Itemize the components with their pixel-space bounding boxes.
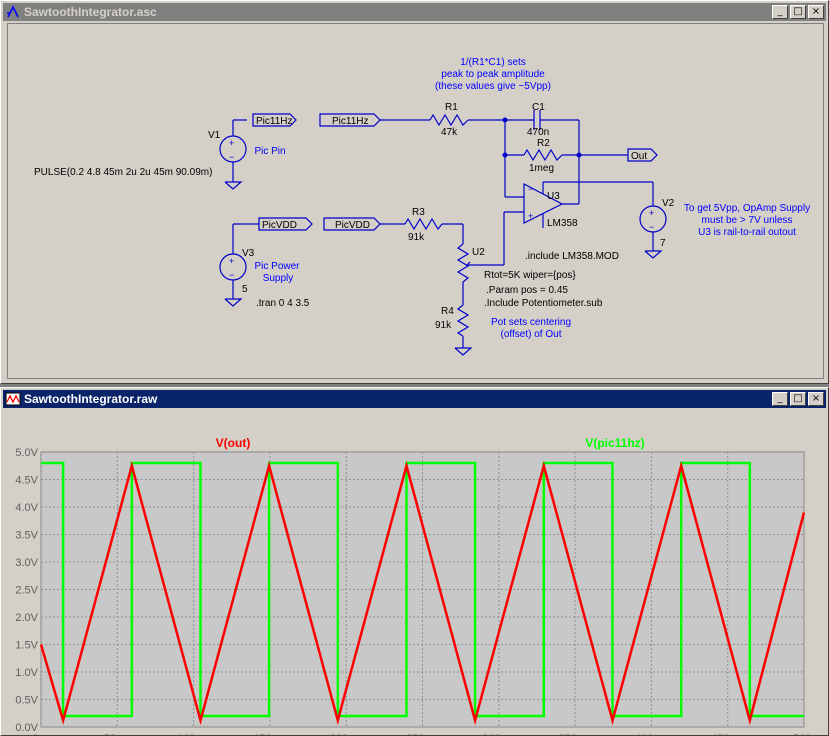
param-pos: .Param pos = 0.45 xyxy=(486,285,568,296)
r2-value: 1meg xyxy=(529,163,554,174)
y-tick-label: 2.0V xyxy=(15,612,38,624)
waveform-window: SawtoothIntegrator.raw _ □ × 0.0V 0.5V 1.0… xyxy=(0,387,829,736)
pot-note-line2: (offset) of Out xyxy=(501,329,562,340)
legend-entry[interactable]: V(pic11hz) xyxy=(585,436,644,450)
x-tick-label: 350ms xyxy=(559,733,593,735)
pot-note-line1: Pot sets centering xyxy=(491,317,571,328)
schematic-title-bar[interactable]: SawtoothIntegrator.asc _ □ × xyxy=(3,3,826,21)
y-tick-label: 1.5V xyxy=(15,640,38,652)
y-tick-label: 1.0V xyxy=(15,667,38,679)
u3-model: LM358 xyxy=(547,218,578,229)
x-tick-label: 450ms xyxy=(711,733,745,735)
rtot-value: Rtot=5K wiper={pos} xyxy=(484,270,576,281)
amp-note-line2: peak to peak amplitude xyxy=(441,69,545,80)
x-tick-label: 100ms xyxy=(177,733,211,735)
schematic-canvas[interactable]: + − + − + − − + V1 PULSE(0.2 4.8 45m 2u … xyxy=(7,23,824,379)
close-button[interactable]: × xyxy=(808,392,824,406)
pic11hz-port-b: Pic11Hz xyxy=(332,116,369,127)
waveform-plot[interactable]: 0.0V 0.5V 1.0V 1.5V 2.0V 2.5V 3.0V 3.5V 4.0V 4.5V… xyxy=(3,410,828,735)
x-tick-label: 300ms xyxy=(482,733,516,735)
svg-text:+: + xyxy=(528,211,533,221)
x-tick-label: 500ms xyxy=(793,733,827,735)
schematic-app-icon xyxy=(7,5,19,18)
svg-text:+: + xyxy=(649,208,654,218)
v2-note-line1: To get 5Vpp, OpAmp Supply xyxy=(684,203,810,214)
c1-value: 470n xyxy=(527,127,549,138)
x-axis-ticks: 0ms 50ms 100ms 150ms 200ms 250ms 300ms 350ms 400… xyxy=(33,733,827,735)
r4-label: R4 xyxy=(441,306,454,317)
picvdd-port-a: PicVDD xyxy=(262,220,297,231)
r3-label: R3 xyxy=(412,207,425,218)
r1-value: 47k xyxy=(441,127,458,138)
trace-v-out[interactable] xyxy=(39,460,806,726)
schematic-window: SawtoothIntegrator.asc _ □ × xyxy=(0,0,829,384)
x-tick-label: 250ms xyxy=(406,733,440,735)
out-port: Out xyxy=(631,151,647,162)
v3-value: 5 xyxy=(242,284,248,295)
y-axis-ticks: 0.0V 0.5V 1.0V 1.5V 2.0V 2.5V 3.0V 3.5V 4.0V 4.5V… xyxy=(15,447,38,734)
svg-text:+: + xyxy=(229,256,234,266)
pic11hz-port-a: Pic11Hz xyxy=(256,116,293,127)
tran-directive: .tran 0 4 3.5 xyxy=(256,298,310,309)
legend-entry[interactable]: V(out) xyxy=(216,436,251,450)
x-tick-label: 150ms xyxy=(253,733,287,735)
plot-legend: V(out) V(pic11hz) xyxy=(216,436,645,450)
minimize-button[interactable]: _ xyxy=(772,5,788,19)
r4-value: 91k xyxy=(435,320,452,331)
pic-pin-label: Pic Pin xyxy=(254,146,285,157)
supply-label: Supply xyxy=(263,273,294,284)
y-tick-label: 2.5V xyxy=(15,585,38,597)
maximize-button[interactable]: □ xyxy=(790,392,806,406)
y-tick-label: 4.0V xyxy=(15,502,38,514)
waveform-app-icon xyxy=(5,392,21,406)
y-tick-label: 3.5V xyxy=(15,530,38,542)
svg-text:+: + xyxy=(229,138,234,148)
amp-note-line3: (these values give ~5Vpp) xyxy=(435,81,551,92)
u3-label: U3 xyxy=(547,191,560,202)
maximize-button[interactable]: □ xyxy=(790,5,806,19)
trace-v-pic11hz[interactable] xyxy=(41,461,804,718)
v1-label: V1 xyxy=(208,130,221,141)
y-tick-label: 0.0V xyxy=(15,722,38,734)
x-tick-label: 400ms xyxy=(635,733,669,735)
picvdd-port-b: PicVDD xyxy=(335,220,370,231)
plot-traces xyxy=(39,460,806,726)
v2-value: 7 xyxy=(660,238,666,249)
pulse-value: PULSE(0.2 4.8 45m 2u 2u 45m 90.09m) xyxy=(34,167,212,178)
x-tick-label: 200ms xyxy=(330,733,364,735)
plot-grid xyxy=(40,451,805,728)
y-tick-label: 0.5V xyxy=(15,695,38,707)
y-tick-label: 4.5V xyxy=(15,475,38,487)
svg-text:−: − xyxy=(229,270,234,280)
include-potentiometer: .Include Potentiometer.sub xyxy=(484,298,603,309)
waveform-title: SawtoothIntegrator.raw xyxy=(24,392,158,406)
svg-text:−: − xyxy=(528,184,533,194)
svg-text:−: − xyxy=(229,152,234,162)
close-button[interactable]: × xyxy=(808,5,824,19)
x-tick-label: 0ms xyxy=(33,733,54,735)
include-lm358: .include LM358.MOD xyxy=(525,251,619,262)
x-tick-label: 50ms xyxy=(104,733,131,735)
amp-note-line1: 1/(R1*C1) sets xyxy=(460,57,526,68)
pic-power-label: Pic Power xyxy=(254,261,300,272)
c1-label: C1 xyxy=(532,102,545,113)
y-tick-label: 3.0V xyxy=(15,557,38,569)
schematic-title: SawtoothIntegrator.asc xyxy=(24,5,157,19)
v2-note-line3: U3 is rail-to-rail outout xyxy=(698,227,796,238)
waveform-title-bar[interactable]: SawtoothIntegrator.raw _ □ × xyxy=(3,390,826,408)
svg-text:−: − xyxy=(649,222,654,232)
u2-label: U2 xyxy=(472,247,485,258)
v3-label: V3 xyxy=(242,248,255,259)
r1-label: R1 xyxy=(445,102,458,113)
v2-note-line2: must be > 7V unless xyxy=(702,215,793,226)
y-tick-label: 5.0V xyxy=(15,447,38,459)
v2-label: V2 xyxy=(662,198,675,209)
r3-value: 91k xyxy=(408,232,425,243)
r2-label: R2 xyxy=(537,138,550,149)
minimize-button[interactable]: _ xyxy=(772,392,788,406)
